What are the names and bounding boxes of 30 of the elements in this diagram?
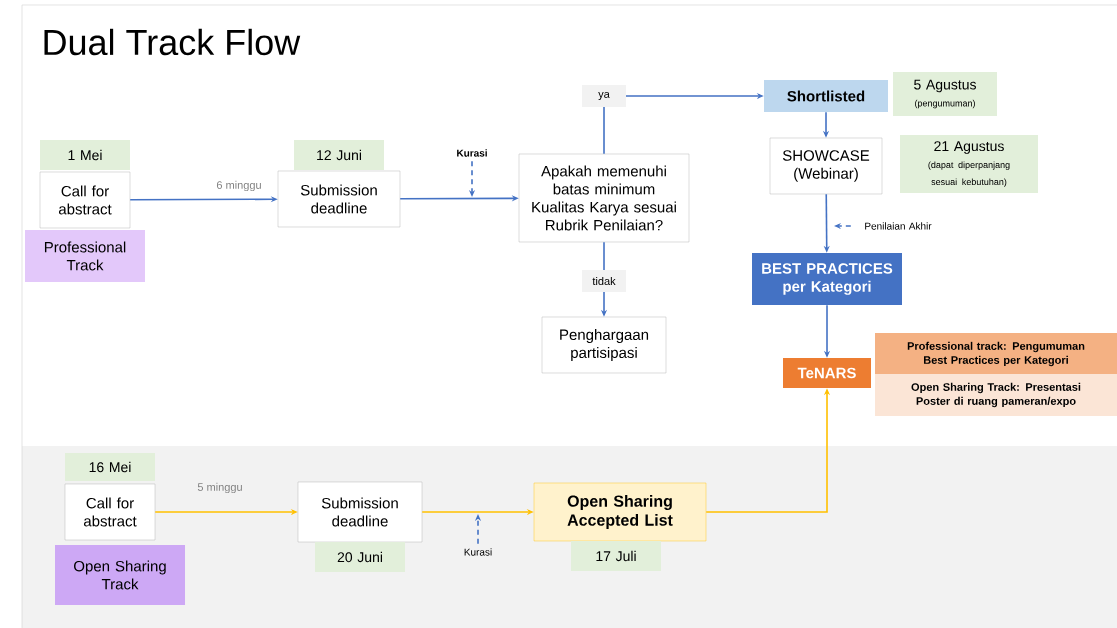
process-box: SHOWCASE (Webinar) (769, 137, 883, 195)
track-label: Open Sharing Track (55, 545, 185, 605)
process-box: Penghargaan partisipasi (541, 316, 667, 374)
event-box: TeNARS (783, 358, 871, 388)
edge-label: 6 minggu (216, 180, 261, 192)
status-box: BEST PRACTICES per Kategori (752, 253, 902, 305)
date-tag: 17 Juli (571, 541, 661, 571)
process-box: Submission deadline (277, 170, 401, 228)
process-box: Call for abstract (64, 483, 156, 541)
process-box: Apakah memenuhi batas minimum Kualitas Karya sesuai Rubrik Penilaian? (518, 153, 690, 243)
note-box: Open Sharing Track: Presentasi Poster di ruang pameran/expo (875, 374, 1117, 416)
status-box: Open Sharing Accepted List (533, 482, 707, 542)
title: Dual Track Flow (44, 28, 301, 56)
annotation-text: Kurasi (457, 149, 487, 157)
track-label: Professional Track (25, 230, 145, 282)
annotation-text: Kurasi (464, 548, 492, 556)
date-tag: 21 Agustus (dapat diperpanjang sesuai kebutuhan) (900, 135, 1038, 193)
edge-label: tidak (582, 270, 626, 292)
status-box: Shortlisted (764, 80, 888, 112)
edge-label: 5 minggu (197, 482, 242, 494)
date-tag: 16 Mei (65, 453, 155, 481)
annotation-text: Penilaian Akhir (865, 222, 932, 230)
date-tag: 12 Juni (294, 140, 384, 170)
process-box: Call for abstract (39, 171, 131, 229)
process-box: Submission deadline (297, 481, 423, 543)
date-tag: 20 Juni (315, 542, 405, 572)
note-box: Professional track: Pengumuman Best Practices per Kategori (875, 333, 1117, 375)
date-tag: 1 Mei (40, 140, 130, 170)
date-tag: 5 Agustus (pengumuman) (893, 72, 997, 116)
edge-label: ya (582, 85, 626, 107)
